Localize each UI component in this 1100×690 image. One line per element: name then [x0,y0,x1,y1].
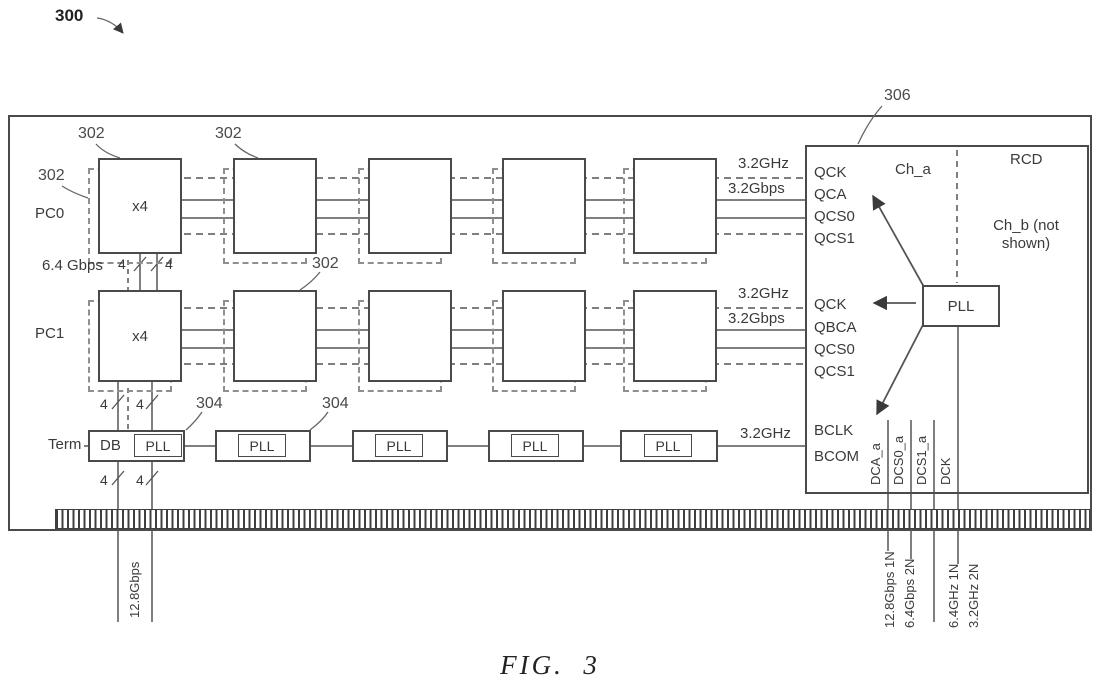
pll-box: PLL [375,434,423,457]
bus-freq-bcom: 3.2GHz [740,425,791,442]
rcd-channel-b-line1: Ch_b (not [993,217,1059,234]
rcd-block: RCD Ch_a Ch_b (not shown) PLL QCK QCA QC… [805,145,1089,494]
db-label: DB [100,437,121,454]
rcd-signal-qbca: QBCA [814,319,857,336]
bus-width-4: 4 [100,396,108,412]
bottom-rate-3-2ghz-2n: 3.2GHz 2N [966,563,982,630]
pll-box: PLL [644,434,692,457]
rcd-signal-qcs0-row2: QCS0 [814,341,855,358]
pll-box: PLL [238,434,286,457]
bus-width-4: 4 [118,256,126,272]
bus-freq-row1: 3.2GHz [738,155,789,172]
dram-chip [502,158,586,254]
pll-buffer: PLL [352,430,448,462]
rcd-channel-b-note: Ch_b (not shown) [970,217,1082,253]
dram-chip [368,290,452,382]
channel-label-pc1: PC1 [35,325,65,342]
rcd-signal-bcom: BCOM [814,448,859,465]
ref-302-a: 302 [78,125,105,142]
rcd-signal-bclk: BCLK [814,422,854,439]
ref-302-b: 302 [215,125,242,142]
pll-box: PLL [511,434,559,457]
rcd-channel-b-line2: shown) [1001,235,1051,252]
edge-connector-contacts [55,509,1090,529]
bus-width-4: 4 [100,472,108,488]
rcd-signal-qcs1-row1: QCS1 [814,230,855,247]
ref-304-a: 304 [196,395,223,412]
x4-label: x4 [132,327,148,345]
ref-302-c: 302 [38,167,65,184]
rcd-pll-box: PLL [922,285,1000,327]
rcd-signal-qcs0-row1: QCS0 [814,208,855,225]
ref-302-d: 302 [312,255,339,272]
ref-306: 306 [884,87,911,104]
db-pll-buffer: DB PLL [88,430,185,462]
rate-label-6-4gbps: 6.4 Gbps [42,257,103,274]
x4-dram-chip-pc1: x4 [98,290,182,382]
dram-chip [633,290,717,382]
rcd-pin-dcs0-a: DCS0_a [891,435,907,487]
pll-buffer: PLL [215,430,311,462]
rcd-pin-dca-a: DCA_a [868,443,884,487]
figure-caption: FIG. 3 [500,650,600,680]
x4-dram-chip-pc0: x4 [98,158,182,254]
dram-chip [502,290,586,382]
ref-304-b: 304 [322,395,349,412]
rcd-channel-a-label: Ch_a [895,161,931,178]
bottom-rate-6-4ghz-1n: 6.4GHz 1N [946,563,962,630]
pll-buffer: PLL [488,430,584,462]
pll-box: PLL [134,434,182,457]
rcd-signal-qca: QCA [814,186,847,203]
bus-rate-row1: 3.2Gbps [728,180,785,197]
rcd-pin-dcs1-a: DCS1_a [914,435,930,487]
bottom-rate-12-8gbps-1n: 12.8Gbps 1N [882,551,898,630]
rcd-pin-dck: DCK [938,457,954,487]
dram-chip [233,158,317,254]
bus-freq-row2: 3.2GHz [738,285,789,302]
rcd-title: RCD [1010,151,1043,168]
rcd-signal-qck-row2: QCK [814,296,847,313]
module-board-outline [8,115,1092,531]
term-label: Term [46,436,84,453]
rcd-signal-qcs1-row2: QCS1 [814,363,855,380]
bus-width-4: 4 [136,472,144,488]
bus-rate-row2: 3.2Gbps [728,310,785,327]
bottom-rate-12-8gbps: 12.8Gbps [127,561,143,620]
pll-buffer: PLL [620,430,718,462]
dram-chip [633,158,717,254]
figure-ref-number: 300 [55,6,84,25]
bottom-rate-6-4gbps-2n: 6.4Gbps 2N [902,558,918,630]
rcd-signal-qck-row1: QCK [814,164,847,181]
bus-width-4: 4 [136,396,144,412]
channel-label-pc0: PC0 [35,205,65,222]
bus-width-4: 4 [165,256,173,272]
dram-chip [368,158,452,254]
dram-chip [233,290,317,382]
x4-label: x4 [132,197,148,215]
